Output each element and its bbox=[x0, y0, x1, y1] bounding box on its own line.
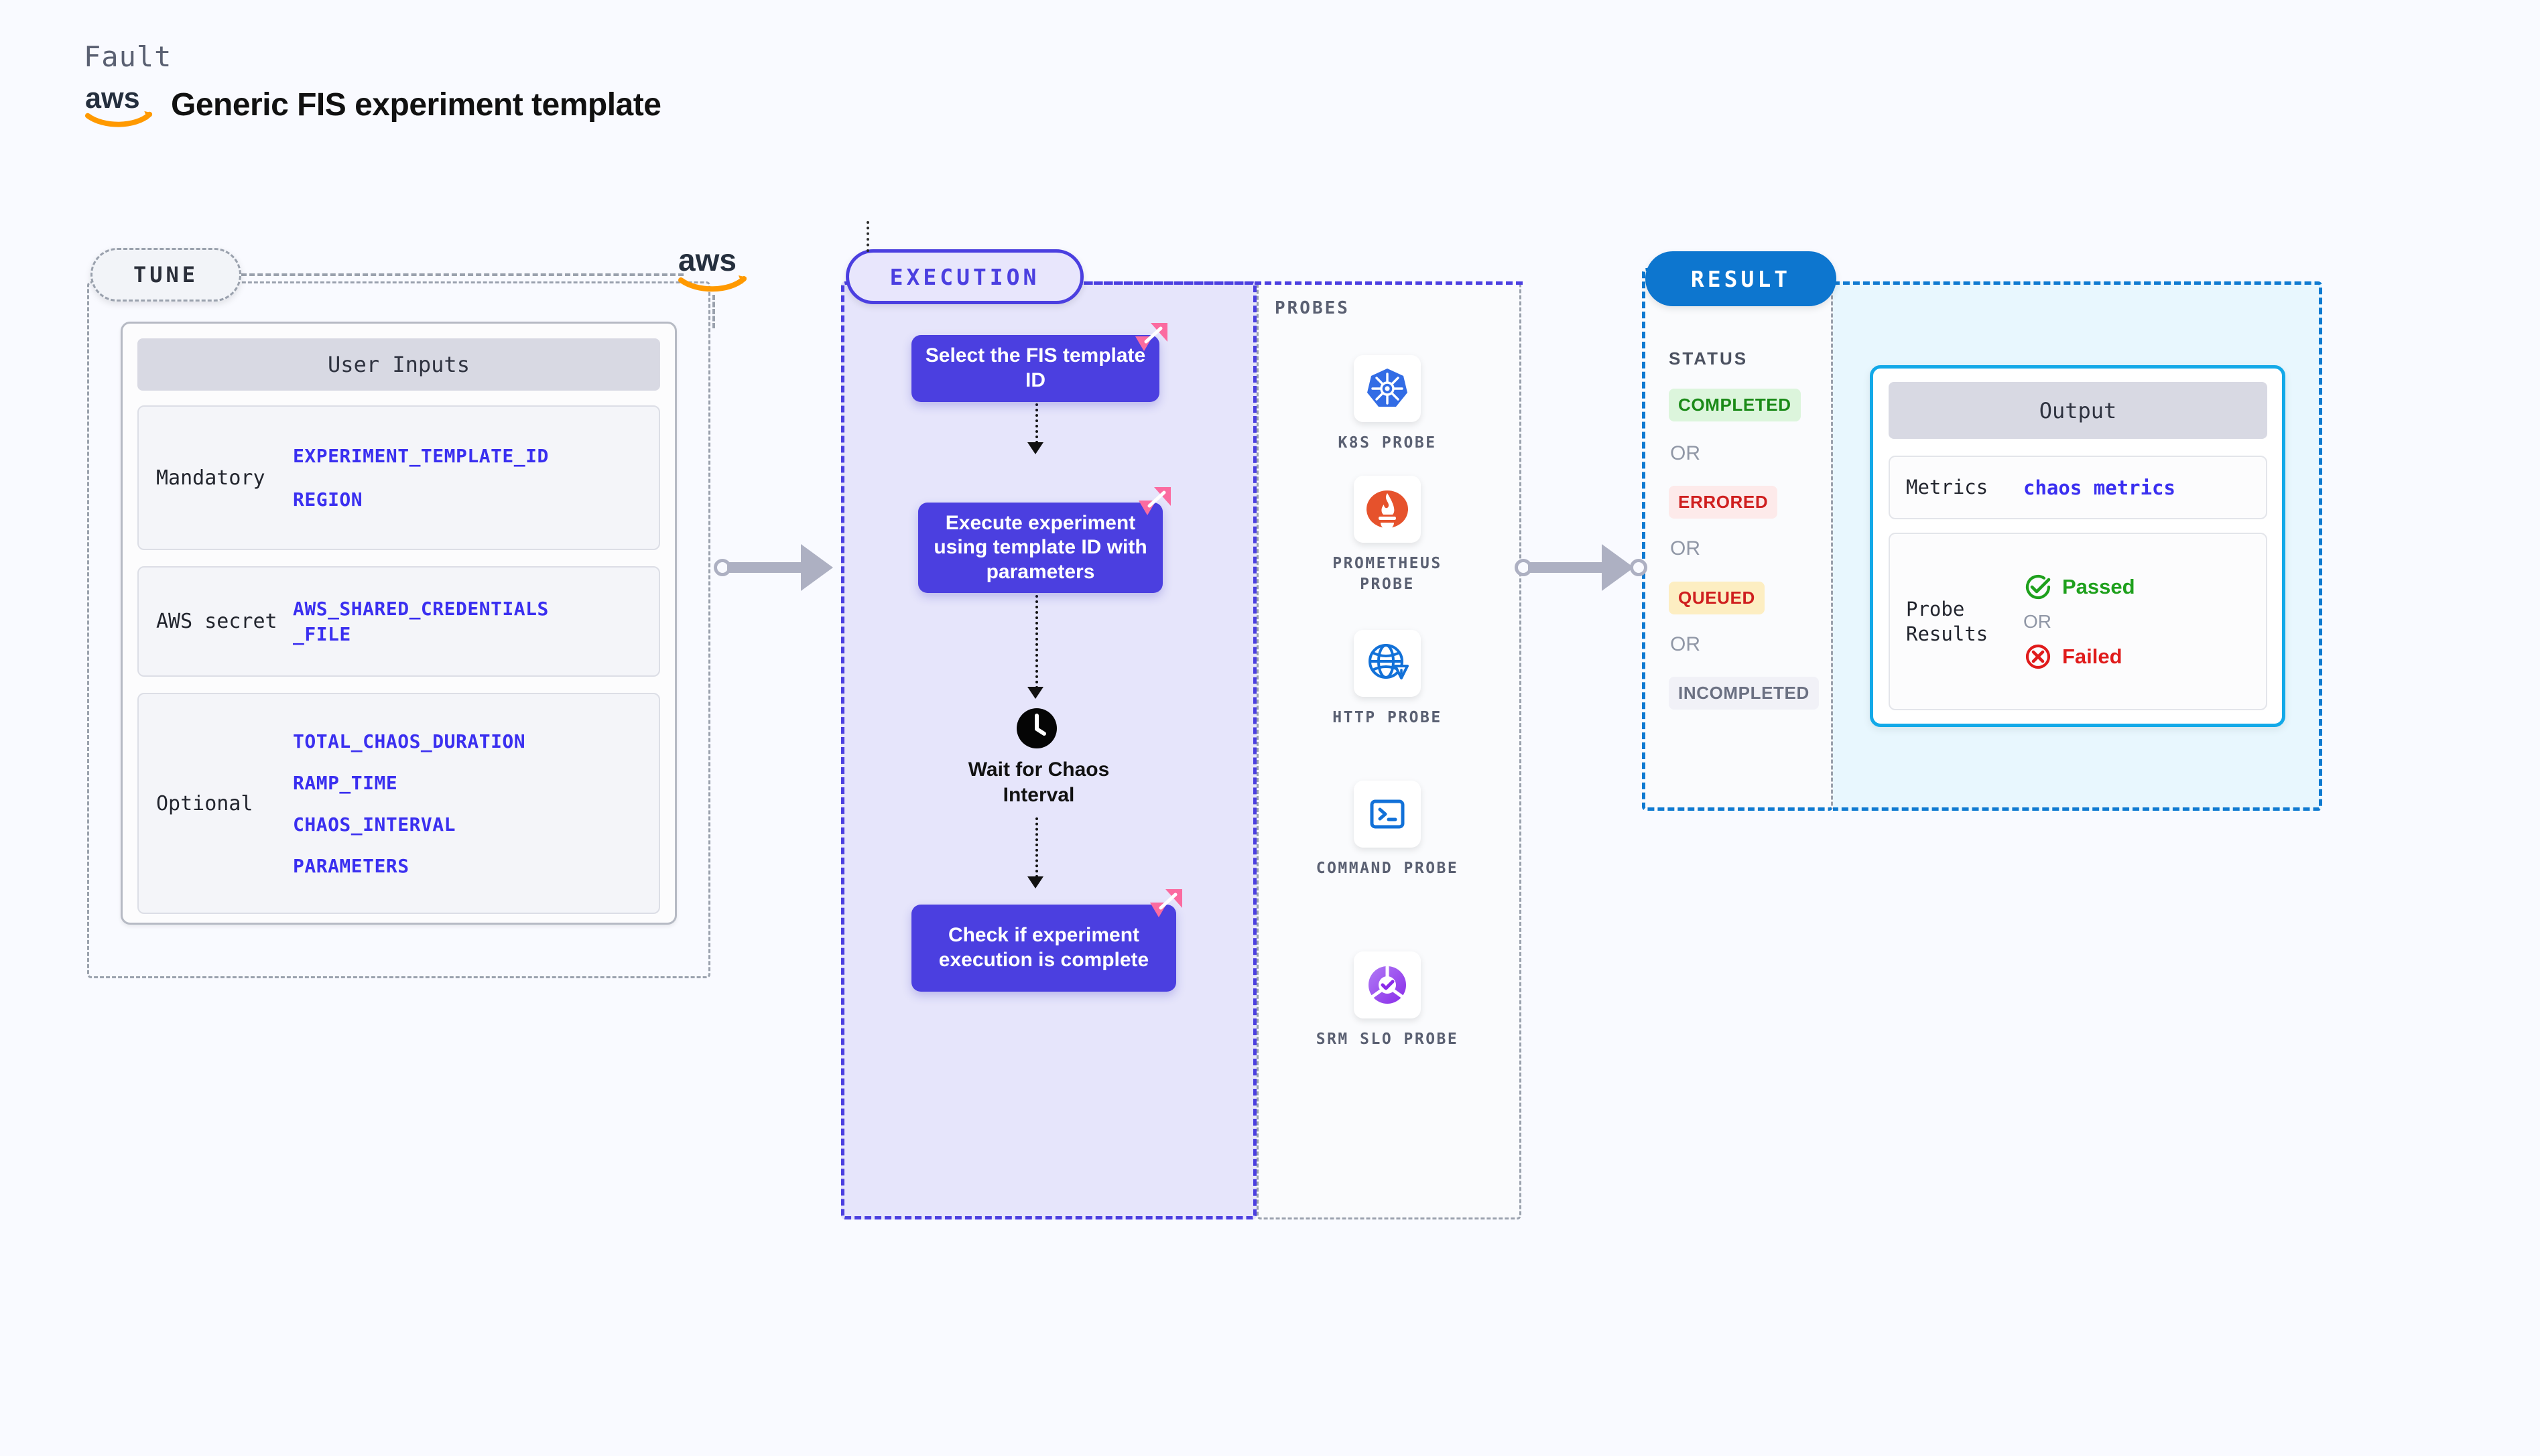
input-var: RAMP_TIME bbox=[293, 771, 398, 794]
probe-label: HTTP PROBE bbox=[1332, 709, 1442, 726]
status-label: STATUS bbox=[1669, 348, 1749, 369]
probe-results-label: Probe Results bbox=[1906, 598, 1988, 645]
page-title: Generic FIS experiment template bbox=[171, 86, 661, 123]
kubernetes-icon bbox=[1354, 355, 1421, 422]
user-inputs-title: User Inputs bbox=[137, 338, 660, 391]
execution-dashed-top bbox=[1084, 281, 1523, 285]
mandatory-group: Mandatory EXPERIMENT_TEMPLATE_ID REGION bbox=[137, 405, 660, 550]
flow-arrow-line bbox=[1035, 595, 1038, 689]
or-separator: OR bbox=[1670, 537, 1700, 559]
aws-logo-icon: aws bbox=[678, 243, 747, 292]
probe-label: PROMETHEUS PROBE bbox=[1332, 555, 1442, 594]
probes-section bbox=[1257, 281, 1521, 1219]
flow-step-select-template[interactable]: Select the FIS template ID bbox=[911, 335, 1159, 402]
connector-result-endpoint bbox=[1630, 539, 1657, 596]
user-inputs-card: User Inputs Mandatory EXPERIMENT_TEMPLAT… bbox=[121, 322, 677, 925]
connector-tune-execution bbox=[714, 539, 848, 596]
probe-label: SRM SLO PROBE bbox=[1316, 1031, 1459, 1048]
probe-item-command[interactable]: COMMAND PROBE bbox=[1304, 781, 1471, 879]
flow-arrow-head bbox=[1027, 687, 1043, 699]
wait-for-chaos-interval-label: Wait for Chaos Interval bbox=[968, 758, 1110, 806]
input-var: EXPERIMENT_TEMPLATE_ID bbox=[293, 445, 549, 467]
metrics-row: Metrics chaos metrics bbox=[1889, 456, 2267, 519]
flow-arrow-head bbox=[1027, 442, 1043, 454]
chaos-badge-icon bbox=[1135, 323, 1167, 351]
optional-group: Optional TOTAL_CHAOS_DURATION RAMP_TIME … bbox=[137, 693, 660, 914]
flow-step-execute-experiment[interactable]: Execute experiment using template ID wit… bbox=[918, 503, 1163, 593]
flow-arrow-line bbox=[1035, 817, 1038, 878]
probe-item-http[interactable]: HTTP PROBE bbox=[1304, 630, 1471, 728]
status-badge-queued: QUEUED bbox=[1669, 582, 1765, 614]
x-circle-icon bbox=[2025, 644, 2051, 669]
tune-dashed-connector bbox=[241, 273, 684, 276]
page-header: Fault aws Generic FIS experiment templat… bbox=[84, 40, 661, 129]
http-globe-icon bbox=[1354, 630, 1421, 697]
flow-arrow-head bbox=[1027, 876, 1043, 888]
probe-label: COMMAND PROBE bbox=[1316, 860, 1459, 877]
input-var: REGION bbox=[293, 488, 363, 511]
metrics-value: chaos metrics bbox=[2023, 476, 2175, 499]
connector-execution-result bbox=[1515, 539, 1649, 596]
execution-section bbox=[841, 281, 1257, 1219]
input-var: PARAMETERS bbox=[293, 854, 409, 877]
check-circle-icon bbox=[2025, 574, 2051, 599]
passed-label: Passed bbox=[2062, 574, 2135, 598]
or-separator: OR bbox=[1670, 442, 1700, 464]
metrics-label: Metrics bbox=[1906, 476, 1988, 499]
aws-secret-group: AWS secret AWS_SHARED_CREDENTIALS _FILE bbox=[137, 566, 660, 677]
input-var: TOTAL_CHAOS_DURATION bbox=[293, 730, 526, 752]
execution-pill[interactable]: EXECUTION bbox=[846, 249, 1084, 304]
status-badge-incompleted: INCOMPLETED bbox=[1669, 677, 1819, 710]
svg-text:aws: aws bbox=[85, 82, 140, 115]
status-badge-errored: ERRORED bbox=[1669, 486, 1778, 519]
srm-slo-icon bbox=[1354, 951, 1421, 1018]
tune-section bbox=[87, 281, 710, 978]
input-var: AWS_SHARED_CREDENTIALS _FILE bbox=[293, 597, 549, 645]
result-pill[interactable]: RESULT bbox=[1645, 251, 1836, 306]
or-separator: OR bbox=[1670, 633, 1700, 655]
aws-logo: aws bbox=[84, 82, 153, 127]
execution-top-stub bbox=[867, 221, 869, 252]
terminal-icon bbox=[1354, 781, 1421, 848]
group-label: AWS secret bbox=[156, 610, 277, 633]
chaos-badge-icon bbox=[1150, 889, 1182, 917]
failed-label: Failed bbox=[2062, 644, 2122, 668]
probes-section-label: PROBES bbox=[1275, 298, 1350, 318]
output-title: Output bbox=[1889, 382, 2267, 439]
svg-text:aws: aws bbox=[678, 243, 737, 277]
probe-result-failed: Failed bbox=[2023, 642, 2135, 671]
flow-step-check-complete[interactable]: Check if experiment execution is complet… bbox=[911, 905, 1176, 992]
probe-results-row: Probe Results Passed OR Failed bbox=[1889, 533, 2267, 710]
flow-arrow-line bbox=[1035, 403, 1038, 444]
status-badge-completed: COMPLETED bbox=[1669, 389, 1801, 421]
result-status-section bbox=[1642, 268, 1833, 811]
input-var: CHAOS_INTERVAL bbox=[293, 813, 456, 836]
group-label: Mandatory bbox=[156, 466, 265, 490]
group-label: Optional bbox=[156, 791, 253, 815]
clock-icon bbox=[1017, 708, 1057, 748]
probe-item-k8s[interactable]: K8S PROBE bbox=[1304, 355, 1471, 454]
aws-vertical-dashed-line bbox=[712, 295, 715, 328]
header-kicker: Fault bbox=[84, 40, 172, 73]
chaos-badge-icon bbox=[1139, 487, 1171, 515]
probe-label: K8S PROBE bbox=[1338, 434, 1437, 452]
probe-item-srm-slo[interactable]: SRM SLO PROBE bbox=[1304, 951, 1471, 1050]
or-separator: OR bbox=[2023, 610, 2051, 632]
tune-pill[interactable]: TUNE bbox=[90, 248, 241, 302]
probe-item-prometheus[interactable]: PROMETHEUS PROBE bbox=[1304, 476, 1471, 595]
probe-result-passed: Passed bbox=[2023, 572, 2135, 602]
prometheus-icon bbox=[1354, 476, 1421, 543]
